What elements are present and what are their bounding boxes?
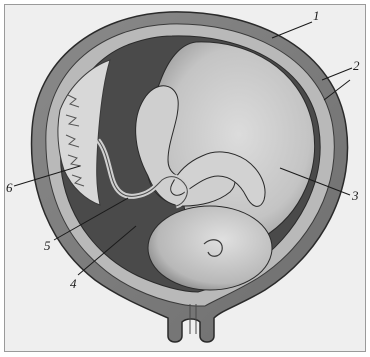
label-3: 3 <box>351 188 359 203</box>
label-5: 5 <box>44 238 51 253</box>
label-1: 1 <box>313 8 320 23</box>
label-6: 6 <box>6 180 13 195</box>
fetal-head <box>148 206 272 290</box>
label-4: 4 <box>70 276 77 291</box>
label-2: 2 <box>353 58 360 73</box>
